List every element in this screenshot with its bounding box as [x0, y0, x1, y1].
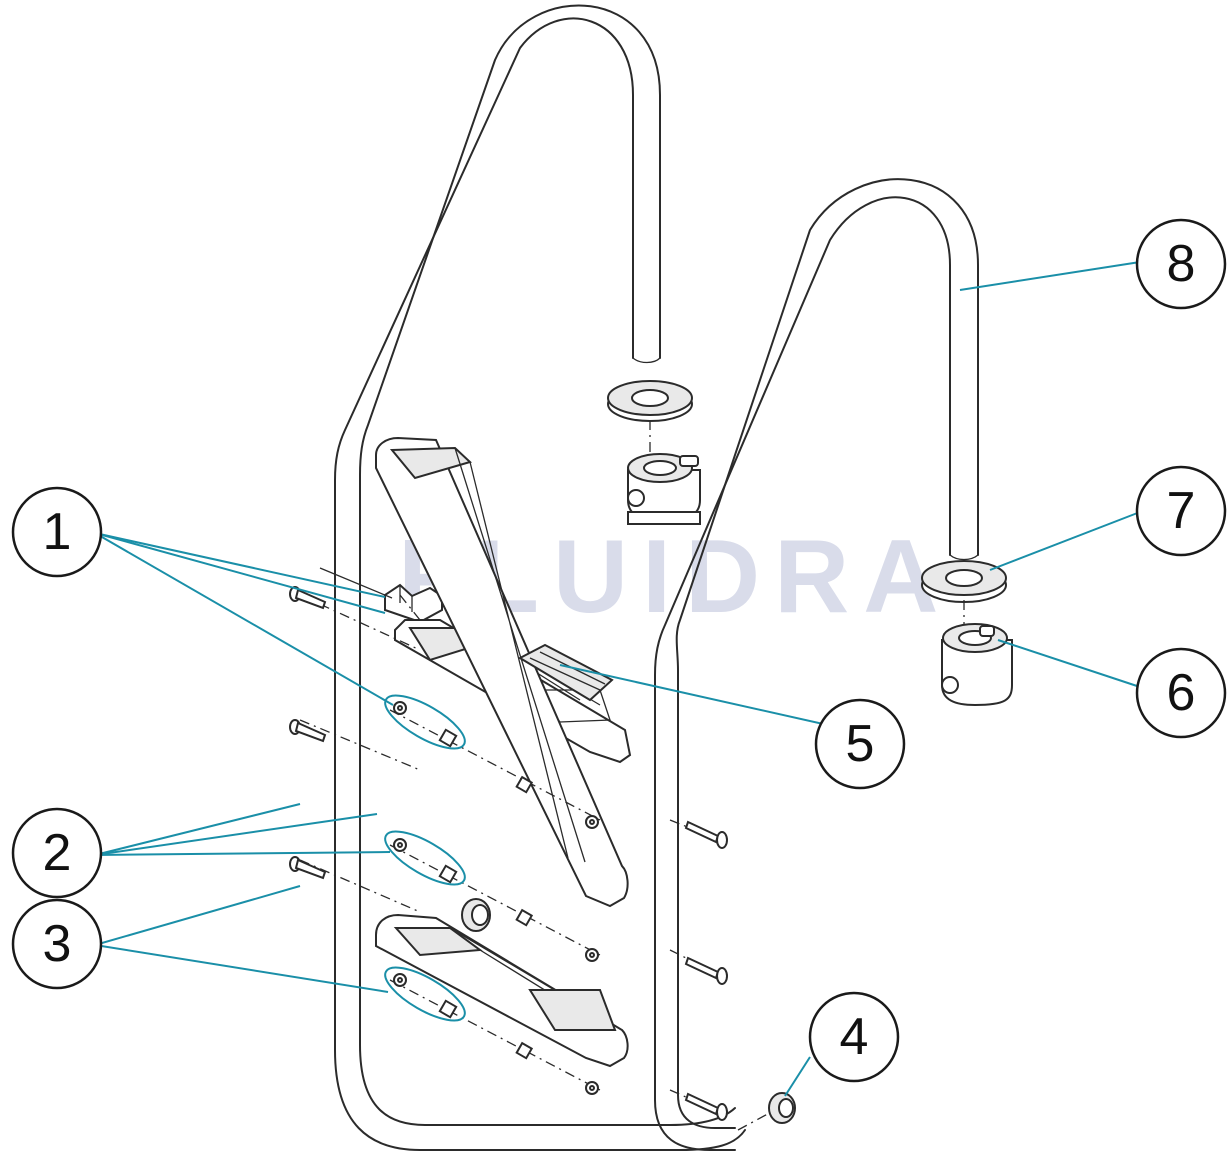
right-handrail-tube [654, 178, 979, 1151]
callout-2: 2 [11, 807, 103, 899]
callout-3: 3 [11, 898, 103, 990]
callout-6: 6 [1135, 647, 1227, 739]
left-escutcheon-flange [607, 380, 693, 422]
callout-1: 1 [11, 486, 103, 578]
rubber-bumper [768, 1092, 796, 1124]
leader-lines [94, 261, 1141, 1097]
step-tread-bottom-final [375, 913, 629, 1068]
anti-slip-pad [517, 643, 614, 702]
callout-5: 5 [814, 698, 906, 790]
callout-8: 8 [1135, 218, 1227, 310]
highlight-rings [384, 694, 466, 1022]
callout-2-number: 2 [43, 824, 72, 882]
callout-1-number: 1 [43, 503, 72, 561]
callout-7: 7 [1135, 465, 1227, 557]
callout-4-number: 4 [840, 1008, 869, 1066]
left-screws [289, 586, 327, 880]
callout-3-number: 3 [43, 915, 72, 973]
right-bolts [684, 820, 728, 1121]
right-anchor-socket [941, 623, 1013, 707]
callout-4: 4 [808, 991, 900, 1083]
washers-and-nuts [393, 701, 599, 1095]
callout-5-number: 5 [846, 715, 875, 773]
rubber-bumper-mounted [461, 898, 491, 932]
step-tread-middle-final [375, 436, 629, 908]
callout-6-number: 6 [1167, 664, 1196, 722]
bracket-pointer [319, 567, 393, 599]
right-escutcheon-flange [921, 560, 1007, 603]
left-anchor-socket [627, 453, 701, 525]
callout-7-number: 7 [1167, 482, 1196, 540]
callout-8-number: 8 [1167, 235, 1196, 293]
left-handrail-tube [334, 4, 746, 1151]
